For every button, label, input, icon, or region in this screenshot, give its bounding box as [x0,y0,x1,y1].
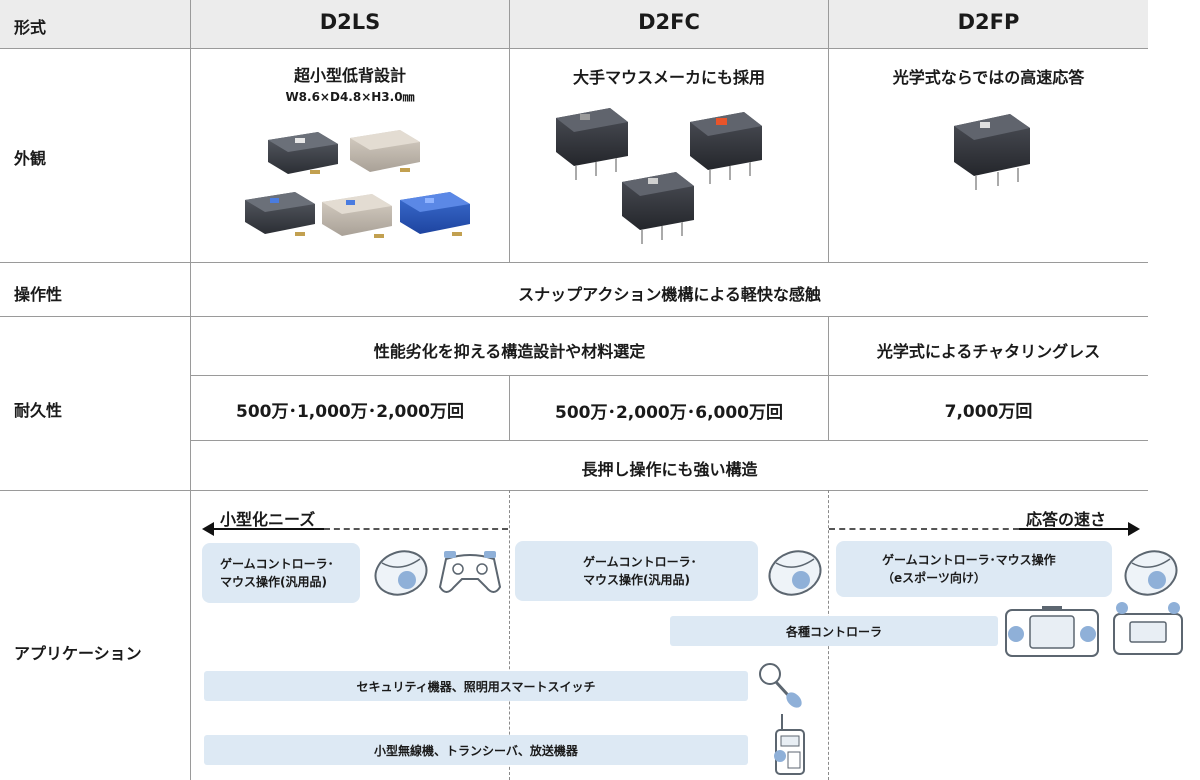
column-d2fp: D2FP [957,10,1020,34]
left-arrow-line [212,528,324,530]
column-d2fc: D2FC [638,10,700,34]
d2fc-switch-left [556,108,628,180]
left-arrow-head [202,522,214,536]
durability-label: 耐久性 [14,401,63,420]
d2fc-switch-images [556,108,762,244]
grid-line [190,440,1148,441]
handheld-console-icon [1005,606,1099,657]
d2ls-app-line1: ゲームコントローラ･ [220,557,334,571]
grid-line [190,0,191,780]
application-label: アプリケーション [14,644,142,663]
grid-dash [509,490,510,780]
structure-text: 性能劣化を抑える構造設計や材料選定 [373,342,646,361]
appearance-label: 外観 [14,149,47,168]
right-arrow-dash [829,528,1019,530]
long-press-text: 長押し操作にも強い構造 [581,460,758,479]
d2ls-app-box: ゲームコントローラ･ マウス操作(汎用品) [202,543,360,603]
controller-with-screen-icon [1113,602,1183,655]
d2ls-beige-blue-switch [322,194,392,238]
d2fc-title: 大手マウスメーカにも採用 [572,68,765,87]
d2fp-switch-image [954,114,1030,190]
mouse-icon [768,550,822,596]
response-label: 応答の速さ [1026,510,1107,529]
d2ls-switch-images [245,130,470,238]
right-arrow-line [1019,528,1129,530]
d2fp-app-box: ゲームコントローラ･マウス操作 （eスポーツ向け） [836,541,1112,597]
grid-line [828,0,829,262]
d2fc-app-box: ゲームコントローラ･ マウス操作(汎用品) [515,541,758,601]
grid-line [190,375,1148,376]
security-bar: セキュリティ機器、照明用スマートスイッチ [204,671,748,701]
grid-line [509,0,510,262]
mouse-icon [374,550,428,596]
optical-text: 光学式によるチャタリングレス [876,342,1101,361]
d2ls-title: 超小型低背設計 [293,66,406,85]
grid-line [509,375,510,440]
mouse-icon [1124,550,1178,596]
column-d2ls: D2LS [319,10,381,34]
operability-label: 操作性 [14,285,63,304]
d2ls-beige-switch [350,130,420,172]
d2fp-app-line2: （eスポーツ向け） [882,571,986,585]
transceiver-icon [774,714,805,775]
header-band [0,0,1148,48]
miniaturization-label: 小型化ニーズ [220,510,316,529]
d2fc-life: 500万･2,000万･6,000万回 [554,403,784,423]
left-arrow-dash [324,528,508,530]
d2ls-dark-switch [268,132,338,174]
radio-bar: 小型無線機、トランシーバ、放送機器 [204,735,748,765]
d2ls-app-line2: マウス操作(汎用品) [220,575,327,589]
grid-line [828,316,829,440]
d2fc-switch-right [690,112,762,184]
operability-text: スナップアクション機構による軽快な感触 [518,285,821,304]
d2fp-life: 7,000万回 [944,402,1033,422]
d2fp-title: 光学式ならではの高速応答 [892,68,1085,87]
format-label: 形式 [14,18,47,37]
grid-line [0,490,1148,491]
game-controller-icon [438,551,502,593]
d2fc-switch-bottom [622,172,694,244]
grid-line [0,48,1148,49]
d2ls-dimensions: W8.6×D4.8×H3.0㎜ [285,90,415,104]
right-arrow-head [1128,522,1140,536]
grid-line [0,316,1148,317]
d2ls-blue-switch [400,192,470,236]
d2ls-dark-blue-switch [245,192,315,236]
d2fc-app-line2: マウス操作(汎用品) [583,573,690,587]
key-icon [759,663,802,708]
d2fc-app-line1: ゲームコントローラ･ [583,555,697,569]
d2ls-life: 500万･1,000万･2,000万回 [235,402,465,422]
grid-line [0,262,1148,263]
controllers-bar: 各種コントローラ [670,616,998,646]
d2fp-app-line1: ゲームコントローラ･マウス操作 [882,553,1056,567]
